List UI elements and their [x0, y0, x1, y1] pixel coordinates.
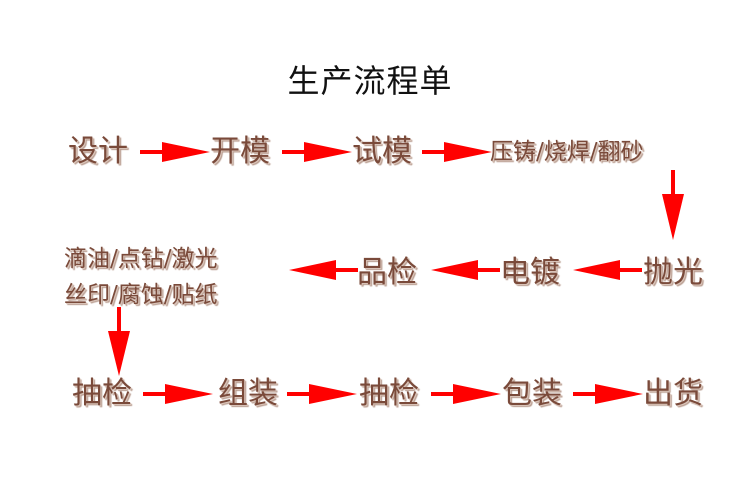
step-polishing: 抛光 — [643, 255, 703, 290]
arrow-left — [573, 260, 642, 280]
arrow-right — [287, 384, 357, 404]
step-plating: 电镀 — [500, 255, 560, 290]
step-casting-welding-sanding: 压铸/烧焊/翻砂 — [490, 139, 644, 165]
step-quality-inspection: 品检 — [357, 255, 417, 290]
arrow-right — [140, 142, 210, 162]
step-mold-trial: 试模 — [352, 134, 412, 169]
step-design: 设计 — [68, 134, 128, 169]
arrow-left — [431, 260, 500, 280]
arrow-right — [431, 384, 501, 404]
step-oil-drip-silkscreen: 滴油/点钻/激光 丝印/腐蚀/贴纸 — [64, 241, 218, 313]
step-oil-drip-line1: 滴油/点钻/激光 — [64, 246, 218, 272]
arrow-down — [108, 307, 130, 376]
step-assembly: 组装 — [218, 376, 278, 411]
arrow-left — [289, 260, 358, 280]
step-packaging: 包装 — [502, 376, 562, 411]
arrow-right — [282, 142, 352, 162]
step-sampling-inspection-1: 抽检 — [72, 376, 132, 411]
arrow-down — [662, 170, 684, 240]
arrow-right — [573, 384, 643, 404]
step-mold-making: 开模 — [210, 134, 270, 169]
step-shipping: 出货 — [643, 376, 703, 411]
diagram-title: 生产流程单 — [287, 62, 453, 100]
step-sampling-inspection-2: 抽检 — [359, 376, 419, 411]
step-silkscreen-line2: 丝印/腐蚀/贴纸 — [64, 282, 218, 308]
arrow-right — [143, 384, 213, 404]
arrow-right — [422, 142, 492, 162]
